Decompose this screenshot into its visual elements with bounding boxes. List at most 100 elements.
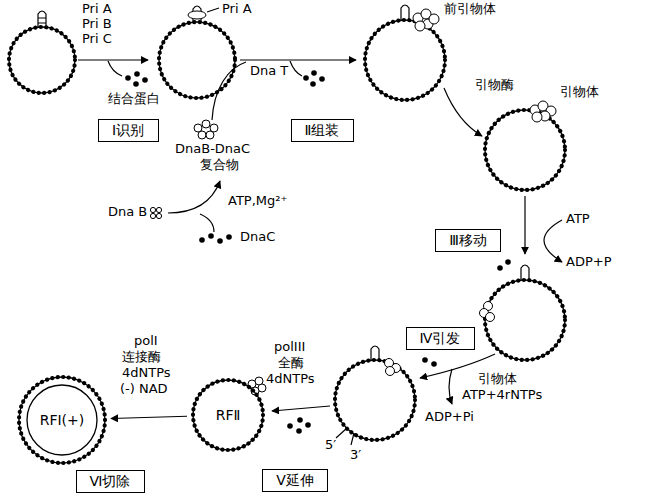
dna-circle xyxy=(9,27,75,93)
plasmid-label: RFⅠ(+) xyxy=(40,412,85,429)
dna-circle xyxy=(485,280,565,360)
circle-outline xyxy=(27,385,97,455)
step-label: Ⅳ引发 xyxy=(420,330,461,347)
dna-circle xyxy=(335,346,415,445)
step-label: Ⅴ延伸 xyxy=(276,472,314,489)
process-arrow xyxy=(272,406,330,411)
dna-circle xyxy=(532,112,542,122)
process-arrow xyxy=(444,88,482,136)
process-arrow xyxy=(212,62,246,120)
step-box: Ⅵ切除 xyxy=(76,470,145,493)
annotation-label: (-) NAD xyxy=(120,382,168,397)
plasmid-circle: RFⅠ(+) xyxy=(16,374,108,466)
annotation-label: ADP+Pi xyxy=(425,410,474,425)
dna-circle xyxy=(159,22,235,98)
process-arrow xyxy=(525,196,562,262)
step-box: Ⅴ延伸 xyxy=(262,469,328,492)
process-arrow xyxy=(444,88,482,136)
protein-dots xyxy=(226,234,232,240)
dna-circle xyxy=(336,428,347,438)
dna-circle xyxy=(159,6,235,98)
plasmid-label: RFⅡ xyxy=(216,407,241,424)
annotation-label: 4dNTPs xyxy=(122,366,171,381)
protein-dots xyxy=(125,71,148,87)
step-box: Ⅱ组装 xyxy=(291,119,354,142)
dna-circle xyxy=(335,360,415,440)
process-arrow xyxy=(168,181,220,232)
process-arrow xyxy=(78,60,148,76)
dna-circle xyxy=(429,14,439,24)
annotation-label: ADP+P xyxy=(566,255,611,270)
step-box: Ⅰ识别 xyxy=(98,119,159,142)
protein-dots xyxy=(431,361,437,367)
dnab-symbol xyxy=(150,207,155,212)
process-arrow xyxy=(168,181,220,213)
protein-dots xyxy=(208,233,214,239)
dna-circle xyxy=(401,5,409,21)
dna-circle xyxy=(365,20,445,100)
protein-dots xyxy=(142,77,148,83)
protein-complex xyxy=(202,120,210,128)
protein-dots xyxy=(133,81,139,87)
protein-dots xyxy=(303,75,309,81)
annotation-label: Pri A xyxy=(222,2,252,17)
dna-circle xyxy=(159,22,235,98)
annotation-label: polI xyxy=(134,334,158,349)
dna-circle xyxy=(485,110,565,190)
process-arrow xyxy=(240,59,356,60)
annotation-label: 连接酶 xyxy=(122,350,161,365)
annotation-label: polIII xyxy=(274,340,305,355)
circle-outline xyxy=(19,377,105,463)
dna-circle xyxy=(351,433,354,445)
step-box: Ⅳ引发 xyxy=(406,327,475,350)
protein-dots xyxy=(303,70,325,87)
annotation-label: Pri B xyxy=(82,17,112,32)
dna-circle xyxy=(485,101,565,190)
dna-circle xyxy=(521,265,529,281)
dna-circle xyxy=(207,8,219,12)
protein-dots xyxy=(296,428,302,434)
annotation-label: Dna B xyxy=(108,205,147,220)
dna-circle xyxy=(485,280,565,360)
circle-outline xyxy=(193,380,263,450)
protein-dots xyxy=(134,71,140,77)
protein-dots xyxy=(310,81,316,87)
annotation-label: 复合物 xyxy=(200,158,239,173)
circle-outline xyxy=(19,377,105,463)
annotation-label: 全酶 xyxy=(278,356,304,371)
protein-dots xyxy=(422,357,437,367)
annotation-label: 4dNTPs xyxy=(266,372,315,387)
process-arrow xyxy=(200,214,214,232)
dna-circle xyxy=(371,346,379,361)
step-label: Ⅱ组装 xyxy=(305,122,340,139)
step-label: Ⅰ识别 xyxy=(112,122,144,139)
dna-circle xyxy=(365,5,445,100)
annotation-label: 引物酶 xyxy=(475,78,514,93)
dnab-symbol xyxy=(156,213,161,218)
dnab-symbol xyxy=(156,207,161,212)
protein-complex xyxy=(194,120,218,139)
process-arrow xyxy=(524,196,525,254)
dna-circle xyxy=(335,360,415,440)
process-arrow xyxy=(111,416,187,418)
dna-circle xyxy=(386,367,395,376)
annotation-label: Pri C xyxy=(82,32,112,47)
process-arrow xyxy=(449,369,452,404)
dna-circle xyxy=(485,110,565,190)
protein-dots xyxy=(505,259,511,265)
annotation-label: 3′ xyxy=(350,448,361,463)
process-arrow xyxy=(212,60,356,120)
protein-complex xyxy=(206,131,214,139)
protein-dots xyxy=(199,233,232,244)
annotation-label: 前引物体 xyxy=(444,2,496,17)
annotation-label: 结合蛋白 xyxy=(108,92,160,107)
annotation-label: ATP,Mg²⁺ xyxy=(228,194,287,209)
dna-circle xyxy=(9,27,75,93)
dna-circle xyxy=(415,21,425,31)
protein-dots xyxy=(311,70,317,76)
plasmid-circle: RFⅡ xyxy=(190,377,266,453)
dna-circle xyxy=(188,11,206,19)
